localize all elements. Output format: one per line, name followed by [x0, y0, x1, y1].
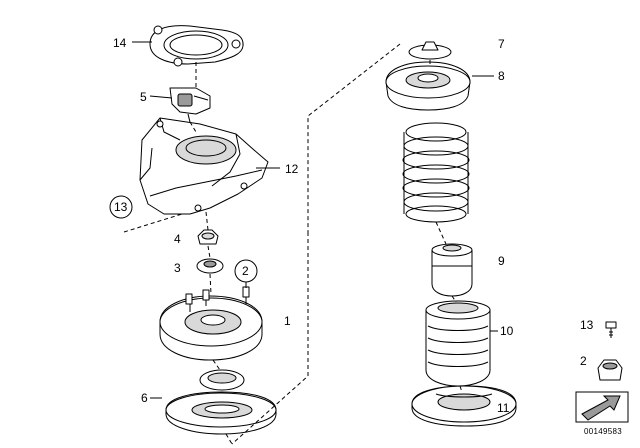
legend-callout-2: 2 — [580, 354, 587, 368]
part-11-spring-pad — [411, 385, 517, 427]
centerline-left-5 — [209, 273, 212, 295]
part-1-support-mount — [159, 286, 263, 361]
centerline-left-2 — [189, 121, 197, 133]
part-9-bump-stop — [431, 243, 473, 297]
part-7-cap — [408, 41, 452, 60]
part-8-upper-mount — [385, 61, 471, 111]
centerline-left-4 — [207, 245, 211, 259]
callout-2: 2 — [242, 264, 249, 278]
centerline-left-3 — [205, 211, 209, 231]
leader-5 — [149, 95, 173, 99]
callout-13: 13 — [114, 200, 128, 214]
part-12-strut-tower — [139, 117, 269, 215]
connector-upper — [307, 43, 401, 232]
callout-7: 7 — [498, 37, 505, 51]
legend-part-13-screw — [605, 321, 617, 338]
callout-10: 10 — [500, 324, 514, 338]
callout-12: 12 — [285, 162, 299, 176]
callout-1: 1 — [284, 314, 291, 328]
part-5-sensor — [169, 87, 211, 123]
callout-8: 8 — [498, 69, 505, 83]
centerline-right-3 — [451, 295, 457, 303]
callout-3: 3 — [174, 261, 181, 275]
callout-11: 11 — [497, 401, 510, 415]
legend-part-2-nut — [597, 359, 623, 381]
part-6-spring-seat — [165, 391, 277, 435]
diagram-reference-number: 00149583 — [584, 427, 622, 436]
callout-4: 4 — [174, 232, 181, 246]
part-10-protective-boot — [425, 300, 491, 387]
part-thrust-bearing — [199, 369, 245, 391]
part-3-washer — [196, 258, 224, 274]
part-14-gasket-plate — [149, 25, 244, 67]
callout-9: 9 — [498, 254, 505, 268]
centerline-left-6 — [212, 359, 221, 371]
part-4-nut — [197, 229, 219, 245]
connector-lower — [231, 232, 309, 445]
centerline-left-7 — [225, 433, 233, 445]
direction-arrow-icon — [575, 391, 629, 423]
callout-circle-13 — [109, 195, 133, 219]
centerline-right-2 — [435, 221, 447, 245]
callout-14: 14 — [113, 36, 127, 50]
centerline-13 — [123, 213, 183, 233]
callout-circle-2 — [234, 259, 258, 283]
callout-6: 6 — [141, 391, 148, 405]
part-coil-spring — [402, 122, 470, 223]
callout-5: 5 — [140, 90, 147, 104]
legend-callout-13: 13 — [580, 318, 594, 332]
centerline-right-4 — [459, 385, 463, 393]
